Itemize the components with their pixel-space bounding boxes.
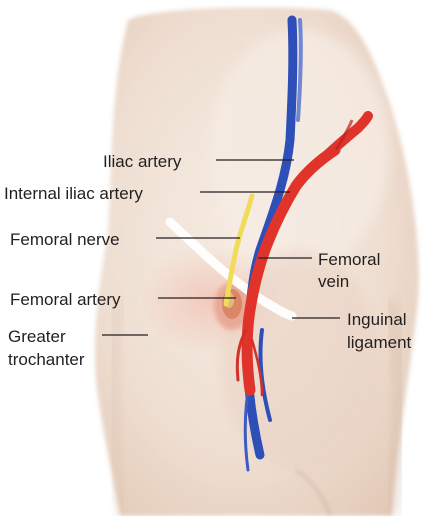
- label-inguinal-ligament-line2: ligament: [347, 333, 412, 352]
- label-greater-trochanter-line1: Greater: [8, 327, 66, 346]
- label-internal-iliac-artery: Internal iliac artery: [4, 184, 143, 203]
- label-iliac-artery: Iliac artery: [103, 152, 182, 171]
- label-femoral-vein-line2: vein: [318, 272, 349, 291]
- label-greater-trochanter-line2: trochanter: [8, 350, 85, 369]
- label-femoral-vein-line1: Femoral: [318, 250, 380, 269]
- label-femoral-nerve: Femoral nerve: [10, 230, 120, 249]
- label-inguinal-ligament-line1: Inguinal: [347, 310, 407, 329]
- label-femoral-artery: Femoral artery: [10, 290, 121, 309]
